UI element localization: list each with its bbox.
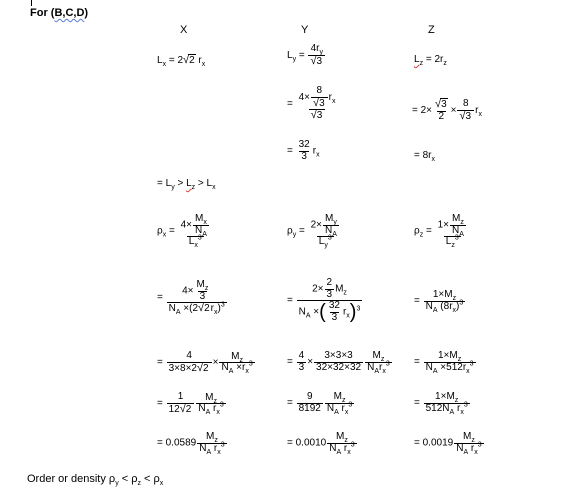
rho-z-coefficient: = 0.0019 [414,437,454,449]
rho-y-coefficient: = 0.0010 [287,437,327,449]
density-order-conclusion: Order or density ρy < ρz < ρx [27,473,164,488]
heading-suffix: ) [84,7,89,19]
heading-prefix: For ( [30,7,55,19]
length-order: = Ly > Lz > Lx [157,178,216,192]
lz-step2: = 8rx [414,150,436,164]
lz-expression: Lz = 2rz [414,54,447,68]
lx-expression: Lx = 2√2 rx [157,54,206,68]
ly-expression: Ly = 4ry√3 [287,43,326,67]
heading-letters: B,C,D [54,7,85,19]
column-z-header: Z [428,24,435,36]
text-cursor [31,0,32,6]
section-heading: For (B,C,D) [30,8,88,19]
column-x-header: X [180,24,188,36]
rho-x-coefficient: = 0.0589 [157,437,197,449]
column-y-header: Y [301,24,309,36]
